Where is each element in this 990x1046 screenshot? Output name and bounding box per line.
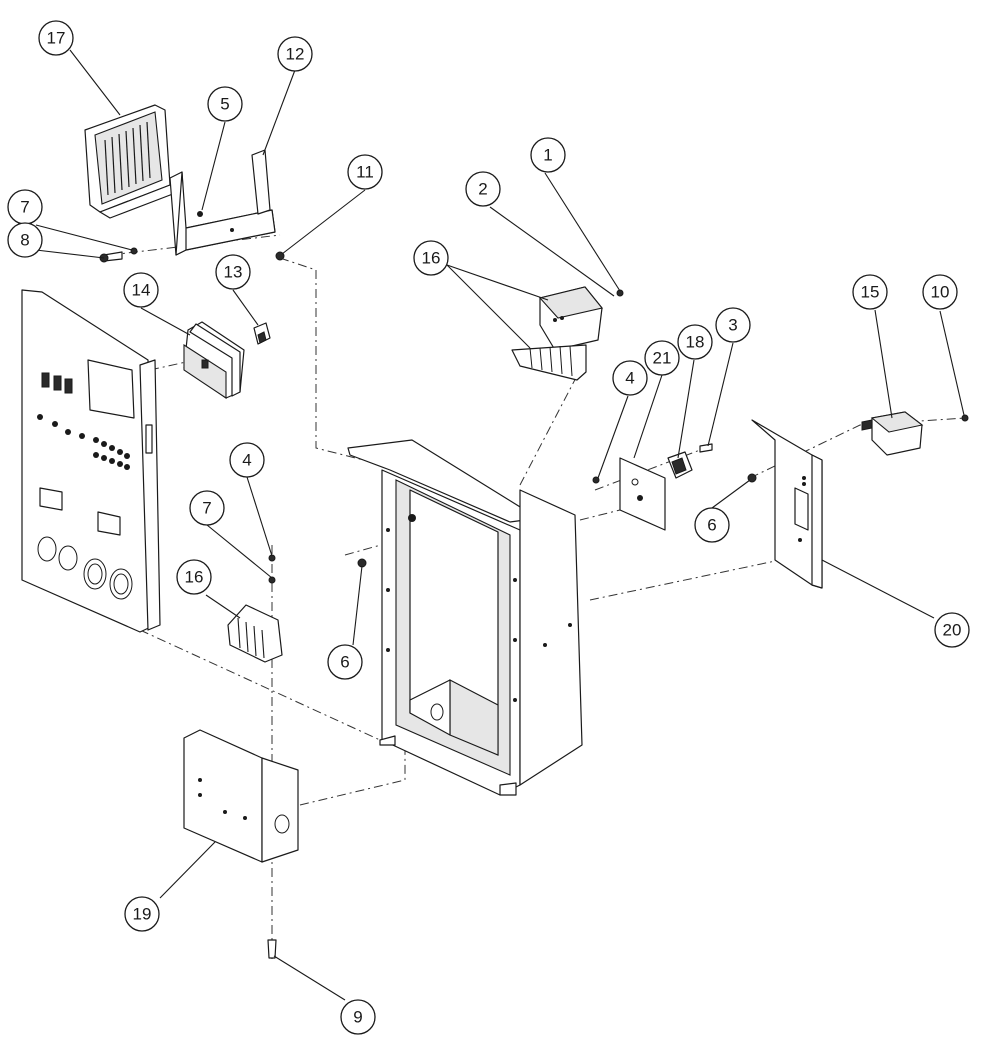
callout-circle xyxy=(38,20,74,56)
callout-circle xyxy=(123,272,159,308)
callout-circle xyxy=(277,36,313,72)
callout-circle xyxy=(189,490,225,526)
callout-circle xyxy=(922,274,958,310)
callout-circle xyxy=(413,240,449,276)
junction-box-part xyxy=(861,411,924,456)
callout-circle xyxy=(176,559,212,595)
screw-fastener xyxy=(699,443,713,453)
mounting-plate-part xyxy=(619,457,666,531)
callout-number: 3 xyxy=(728,316,737,335)
callout-circle xyxy=(677,324,713,360)
callout-number: 14 xyxy=(132,281,151,300)
callout-7: 7 xyxy=(189,490,225,526)
callout-1: 1 xyxy=(530,137,566,173)
callout-16: 16 xyxy=(176,559,212,595)
callout-number: 6 xyxy=(707,516,716,535)
callout-number: 18 xyxy=(686,333,705,352)
callout-circle xyxy=(852,274,888,310)
mounting-bracket-part xyxy=(169,149,276,256)
callout-number: 1 xyxy=(543,146,552,165)
callout-circle xyxy=(465,171,501,207)
callout-10: 10 xyxy=(922,274,958,310)
screw-fastener xyxy=(267,939,277,959)
lower-cover-part xyxy=(183,729,299,863)
callout-circle xyxy=(340,999,376,1035)
callout-6: 6 xyxy=(327,644,363,680)
callout-circle xyxy=(327,644,363,680)
leader-lines xyxy=(35,49,965,1001)
switch-part xyxy=(253,322,271,345)
callout-number: 20 xyxy=(943,621,962,640)
callout-circle xyxy=(694,507,730,543)
callout-number: 6 xyxy=(340,653,349,672)
front-panel-part xyxy=(21,289,161,633)
callout-number: 11 xyxy=(356,163,374,182)
callout-number: 7 xyxy=(202,499,211,518)
callout-circle xyxy=(644,340,680,376)
callout-17: 17 xyxy=(38,20,74,56)
callout-circle xyxy=(934,612,970,648)
callout-4: 4 xyxy=(229,442,265,478)
callout-number: 9 xyxy=(353,1008,362,1027)
callout-number: 10 xyxy=(931,283,950,302)
callout-2: 2 xyxy=(465,171,501,207)
terminal-block-lower-part xyxy=(227,604,283,663)
callout-circle xyxy=(715,307,751,343)
callout-circle xyxy=(612,360,648,396)
callout-number: 21 xyxy=(653,349,672,368)
callout-number: 7 xyxy=(20,198,29,217)
callout-5: 5 xyxy=(207,86,243,122)
side-panel-part xyxy=(751,419,823,589)
callout-number: 12 xyxy=(286,45,305,64)
callout-4: 4 xyxy=(612,360,648,396)
callout-number: 13 xyxy=(224,263,243,282)
callout-circle xyxy=(530,137,566,173)
callout-16: 16 xyxy=(413,240,449,276)
callout-number: 4 xyxy=(242,451,251,470)
callout-circle xyxy=(347,154,383,190)
callout-8: 8 xyxy=(7,222,43,258)
callout-number: 17 xyxy=(47,29,66,48)
callout-number: 2 xyxy=(478,180,487,199)
callout-circle xyxy=(215,254,251,290)
callout-number: 16 xyxy=(422,249,441,268)
callout-number: 16 xyxy=(185,568,204,587)
nut-fastener xyxy=(592,476,600,484)
callout-13: 13 xyxy=(215,254,251,290)
callout-7: 7 xyxy=(7,189,43,225)
screw-fastener xyxy=(961,414,969,422)
callout-6: 6 xyxy=(694,507,730,543)
callout-circle xyxy=(124,896,160,932)
callout-number: 5 xyxy=(220,95,229,114)
nut-fastener xyxy=(357,558,367,568)
callout-14: 14 xyxy=(123,272,159,308)
callout-11: 11 xyxy=(347,154,383,190)
relay-part xyxy=(538,286,603,351)
callout-number: 4 xyxy=(625,369,634,388)
callout-20: 20 xyxy=(934,612,970,648)
callout-number: 15 xyxy=(861,283,880,302)
callout-19: 19 xyxy=(124,896,160,932)
callout-12: 12 xyxy=(277,36,313,72)
callout-number: 8 xyxy=(20,231,29,250)
callout-15: 15 xyxy=(852,274,888,310)
washer-fastener xyxy=(268,576,276,584)
callout-3: 3 xyxy=(715,307,751,343)
callout-18: 18 xyxy=(677,324,713,360)
controller-board-part xyxy=(84,104,179,219)
terminal-block-part xyxy=(511,344,587,381)
display-module-part xyxy=(183,321,245,400)
main-enclosure-part xyxy=(347,439,583,796)
callout-21: 21 xyxy=(644,340,680,376)
callout-circle xyxy=(7,222,43,258)
callout-9: 9 xyxy=(340,999,376,1035)
callout-number: 19 xyxy=(133,905,152,924)
callout-circle xyxy=(229,442,265,478)
connector-part xyxy=(667,451,693,479)
callout-circle xyxy=(207,86,243,122)
